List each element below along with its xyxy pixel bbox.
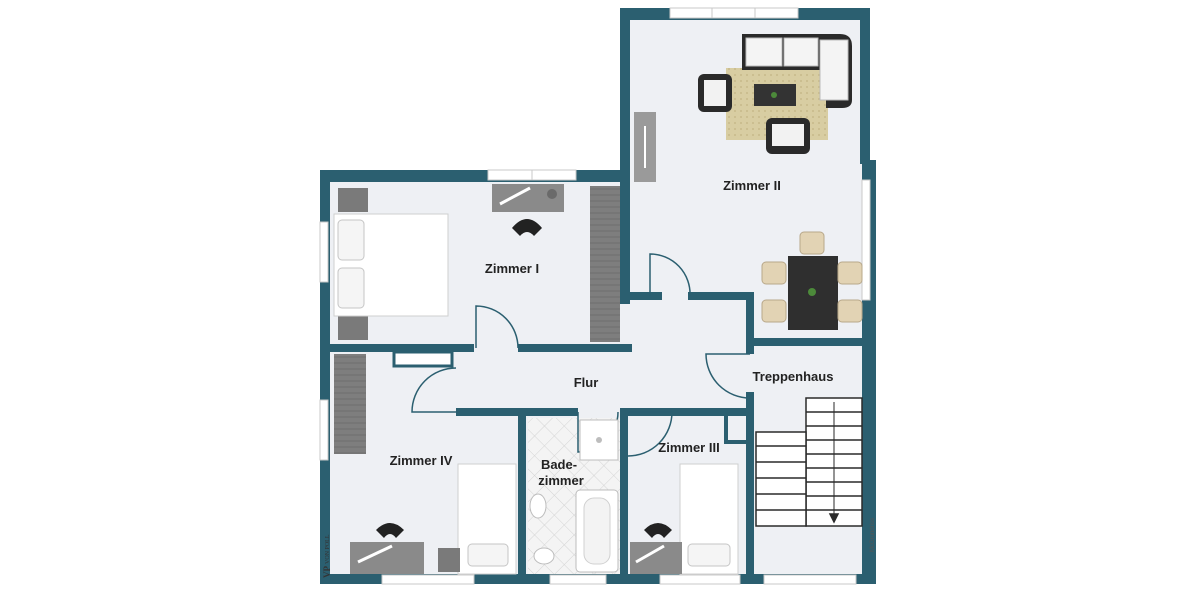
door-zimmer-i <box>475 305 519 349</box>
zimmer-iv-furniture <box>334 350 517 575</box>
dining-chair <box>837 261 863 285</box>
shaft <box>724 408 752 444</box>
door-treppenhaus <box>705 353 751 399</box>
door-zimmer-ii <box>649 253 691 297</box>
window-zimmer-iii <box>659 574 741 585</box>
sink <box>529 493 547 519</box>
nightstand <box>338 316 368 340</box>
door-zimmer-iv <box>411 367 457 413</box>
windows <box>319 7 871 585</box>
sofa-cushion <box>783 37 819 67</box>
room-label-zimmer-i: Zimmer I <box>485 261 539 276</box>
wardrobe <box>334 354 366 454</box>
window-bad <box>549 574 607 585</box>
bathroom-fixtures <box>529 419 619 573</box>
shelf <box>392 350 454 368</box>
door-zimmer-iii <box>627 411 673 457</box>
window-left-zimmer-iv <box>319 399 329 461</box>
dining-chair <box>837 299 863 323</box>
room-label-treppenhaus: Treppenhaus <box>753 369 834 384</box>
zimmer-iii-furniture <box>630 463 739 575</box>
pillow <box>337 267 365 309</box>
sofa-cushion <box>745 37 783 67</box>
logo-name: VON POLL <box>325 534 331 564</box>
window-top-zimmer-ii <box>669 7 799 19</box>
room-label-zimmer-iii: Zimmer III <box>658 440 719 455</box>
room-label-zimmer-ii: Zimmer II <box>723 178 781 193</box>
room-label-zimmer-iv: Zimmer IV <box>390 453 453 468</box>
logo-initials: VP <box>322 566 332 578</box>
room-label-bad-line2: zimmer <box>538 473 584 488</box>
desk <box>630 542 682 574</box>
wardrobe <box>590 186 620 342</box>
room-label-bad-line1: Bade- <box>541 457 577 472</box>
pillow <box>687 543 731 567</box>
zimmer-ii-furniture <box>634 34 863 330</box>
staircase <box>755 397 863 527</box>
window-right-zimmer-ii <box>861 179 871 301</box>
von-poll-logo: VP VON POLL <box>322 534 332 578</box>
office-chair <box>644 523 672 538</box>
room-label-flur: Flur <box>574 375 599 390</box>
credit-label: McGrundriss <box>870 518 876 552</box>
office-chair <box>376 523 404 538</box>
interior-walls <box>326 292 866 578</box>
toilet <box>533 547 555 565</box>
pillow <box>337 219 365 261</box>
office-chair <box>512 219 542 236</box>
dining-chair <box>761 261 787 285</box>
window-treppenhaus <box>763 574 857 585</box>
window-left-zimmer-i <box>319 221 329 283</box>
window-zimmer-iv <box>381 574 475 585</box>
sofa-cushion <box>819 39 849 101</box>
zimmer-i-furniture <box>333 184 620 342</box>
nightstand <box>438 548 460 572</box>
dining-chair <box>761 299 787 323</box>
pillow <box>467 543 509 567</box>
dining-chair <box>799 231 825 255</box>
nightstand <box>338 188 368 212</box>
